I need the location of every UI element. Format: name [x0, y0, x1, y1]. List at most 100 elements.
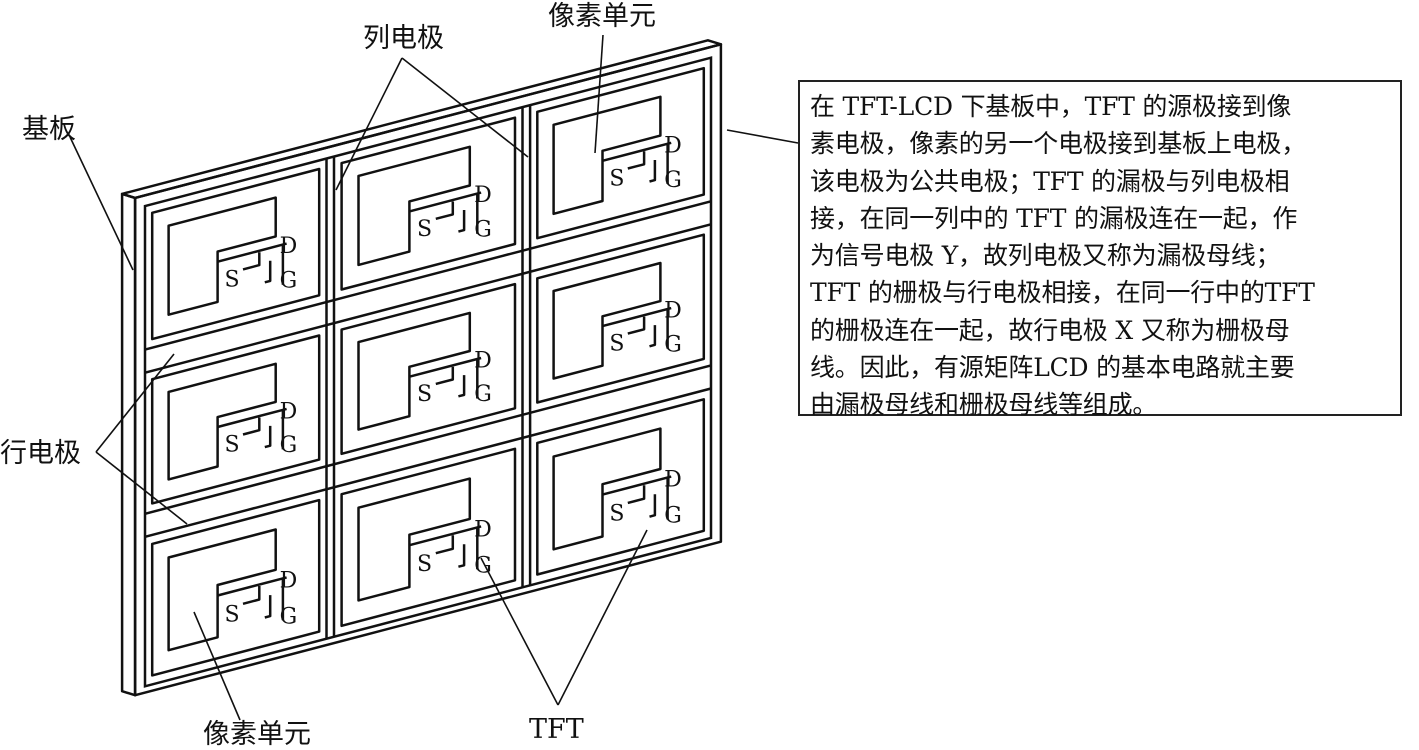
leader-row-electrode-1 — [95, 353, 175, 453]
tft-gate-wire — [264, 260, 272, 284]
tft-gate-wire — [649, 325, 657, 348]
row-electrode-line — [144, 364, 712, 516]
tft-source-wire — [602, 306, 672, 328]
pixel-unit: SDG — [536, 398, 706, 576]
tft-source-wire — [217, 242, 287, 263]
tft-source-label: S — [417, 552, 432, 577]
tft-drain-label: D — [280, 568, 298, 593]
tft-drain-label: D — [280, 234, 298, 259]
tft-channel — [435, 201, 455, 221]
description-line: TFT 的栅极与行电极相接，在同一行中的TFT — [810, 278, 1315, 308]
pixel-electrode — [357, 477, 472, 602]
tft-channel — [242, 252, 261, 271]
pixel-unit: SDG — [340, 282, 517, 456]
pixel-unit: S DG — [536, 233, 706, 404]
tft-source-label: S — [225, 432, 240, 457]
tft-gate-label: G — [280, 433, 298, 458]
pixel-cell-frame — [340, 282, 517, 456]
leader-tft-2 — [557, 529, 648, 706]
tft-gate-wire — [458, 375, 466, 398]
leader-column-electrode-1 — [335, 57, 403, 191]
tft-drain-label: D — [280, 399, 298, 424]
description-line: 该电极为公共电极；TFT 的漏极与列电极相 — [810, 166, 1290, 196]
tft-channel — [242, 417, 261, 436]
tft-gate-label: G — [664, 332, 682, 357]
leader-substrate — [69, 136, 134, 271]
tft-channel — [627, 316, 646, 335]
tft-drain-label: D — [664, 299, 682, 324]
tft-drain-label: D — [664, 468, 682, 493]
pixel-electrode — [167, 196, 277, 316]
pixel-unit: S DG — [340, 447, 517, 628]
tft-source-label: S — [609, 332, 624, 357]
tft-gate-wire — [458, 544, 466, 568]
tft-channel — [627, 485, 646, 505]
pixel-cell-frame — [150, 498, 321, 677]
tft-gate-wire — [649, 160, 657, 183]
pixel-cell-frame — [340, 116, 517, 291]
pixel-unit: S DG — [150, 167, 321, 341]
leader-column-electrode-2 — [401, 57, 529, 158]
pixel-electrode — [357, 145, 472, 267]
tft-channel — [627, 151, 646, 170]
leader-pixel-unit-bottom — [193, 611, 241, 721]
leader-description-box — [726, 129, 799, 144]
label-tft: TFT — [529, 714, 584, 745]
tft-drain-label: D — [474, 348, 492, 373]
tft-source-wire — [602, 141, 672, 163]
pixel-cell-frame — [150, 167, 321, 341]
label-pixel-unit-top: 像素单元 — [548, 1, 656, 32]
tft-source-label: S — [417, 382, 432, 407]
pixel-cell-frame — [536, 66, 706, 240]
row-electrode-line — [144, 223, 712, 374]
pixel-unit: S DG — [150, 334, 321, 505]
pixel-unit: S DG — [536, 66, 706, 240]
description-line: 线。因此，有源矩阵LCD 的基本电路就主要 — [810, 353, 1295, 383]
tft-source-wire — [409, 356, 482, 378]
label-substrate: 基板 — [22, 114, 76, 145]
tft-source-label: S — [225, 268, 240, 293]
tft-gate-label: G — [474, 218, 492, 243]
label-column-electrode: 列电极 — [363, 23, 444, 54]
tft-drain-label: D — [474, 517, 492, 542]
substrate-edge-top — [120, 39, 723, 200]
pixel-unit: SDG — [340, 116, 517, 291]
substrate-board — [120, 39, 723, 697]
tft-gate-label: G — [664, 168, 682, 193]
pixel-electrode — [167, 362, 277, 481]
description-line: 接，在同一列中的 TFT 的漏极连在一起，作 — [810, 203, 1298, 233]
pixel-unit: S DG — [150, 498, 321, 677]
pixel-electrode — [552, 95, 662, 216]
label-pixel-unit-bottom: 像素单元 — [203, 719, 311, 750]
electrode-grid — [143, 56, 713, 688]
tft-gate-label: G — [280, 604, 298, 629]
pixel-electrode — [167, 528, 277, 652]
tft-source-label: S — [609, 167, 624, 192]
pixel-electrode — [552, 261, 662, 380]
tft-gate-label: G — [280, 269, 298, 294]
tft-drain-label: D — [664, 133, 682, 158]
label-row-electrode: 行电极 — [0, 438, 81, 469]
description-line: 由漏极母线和栅极母线等组成。 — [810, 390, 1158, 420]
tft-gate-wire — [458, 210, 466, 233]
tft-gate-wire — [264, 595, 272, 619]
tft-source-wire — [217, 407, 287, 429]
description-line: 的栅极连在一起，故行电极 X 又称为栅极母 — [810, 315, 1290, 345]
pixel-cell-frame — [536, 233, 706, 404]
description-line: 为信号电极 Y，故列电极又称为漏极母线； — [810, 241, 1281, 271]
description-box: 在 TFT-LCD 下基板中，TFT 的源极接到像 素电极，像素的另一个电极接到… — [798, 80, 1402, 419]
tft-gate-label: G — [474, 553, 492, 578]
tft-source-wire — [217, 576, 287, 597]
tft-gate-wire — [649, 494, 657, 518]
description-line: 素电极，像素的另一个电极接到基板上电极， — [810, 129, 1307, 159]
row-electrode-line — [144, 200, 712, 351]
tft-drain-label: D — [474, 183, 492, 208]
tft-channel — [435, 535, 455, 555]
leader-tft-1 — [480, 557, 559, 706]
pixel-electrode — [552, 427, 662, 551]
tft-gate-wire — [264, 425, 272, 449]
row-electrode-line — [144, 387, 712, 539]
tft-source-label: S — [225, 603, 240, 628]
